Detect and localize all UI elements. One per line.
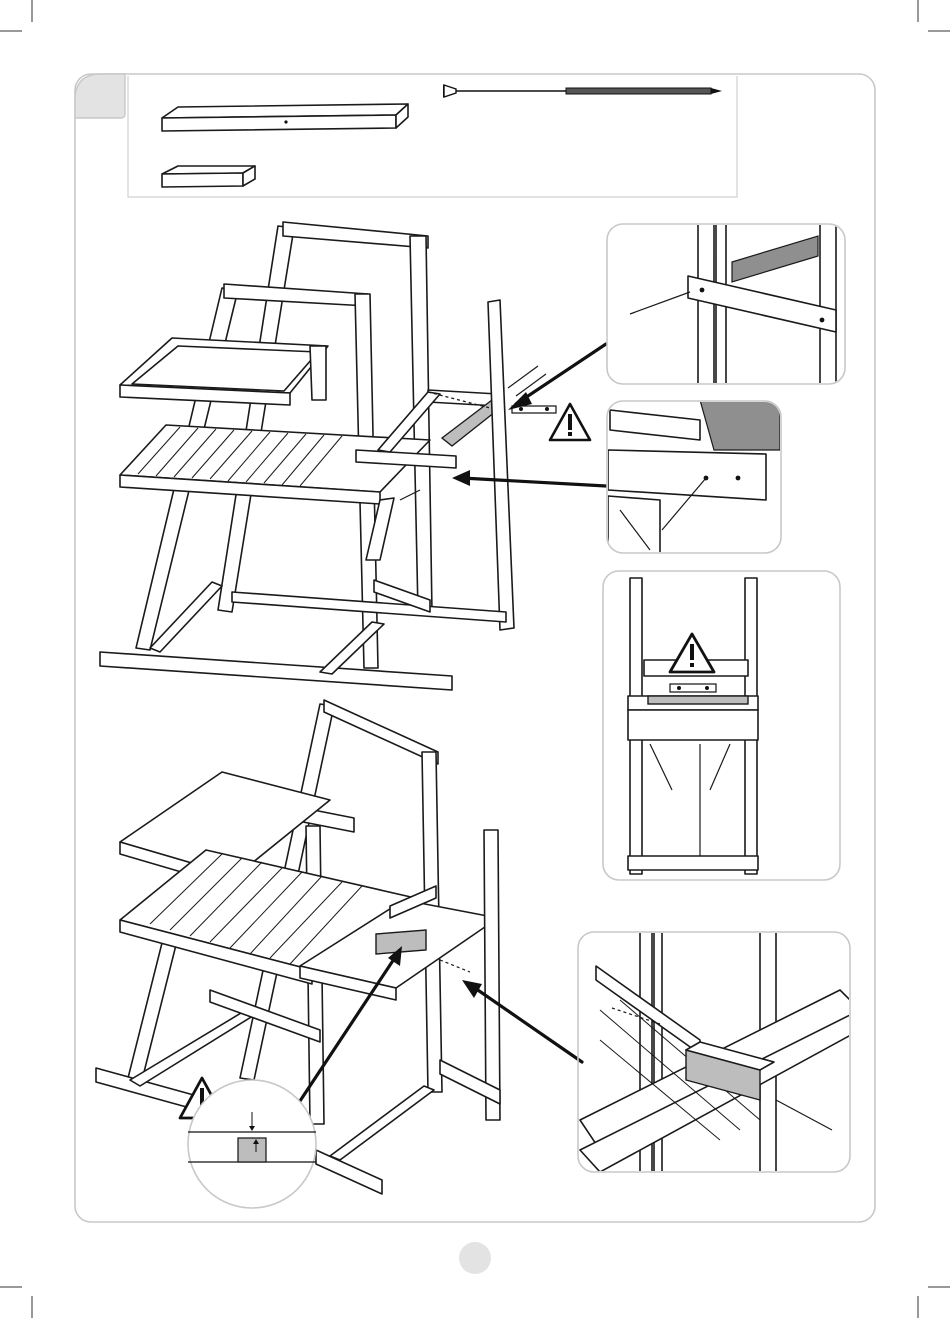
warning-level [670,634,714,672]
screw-icon [444,85,722,97]
detail-level-check [603,571,840,880]
detail-support-beam [578,932,860,1172]
page-number-disk [459,1242,491,1274]
top-assembly [100,222,556,690]
detail-flush-circle [188,1080,316,1208]
parts-box [128,76,737,197]
detail-beam-screw [607,400,781,560]
step-badge [75,74,125,118]
detail-post-beam [607,224,845,386]
beam-long-icon [162,104,408,131]
beam-short-icon [162,166,255,187]
